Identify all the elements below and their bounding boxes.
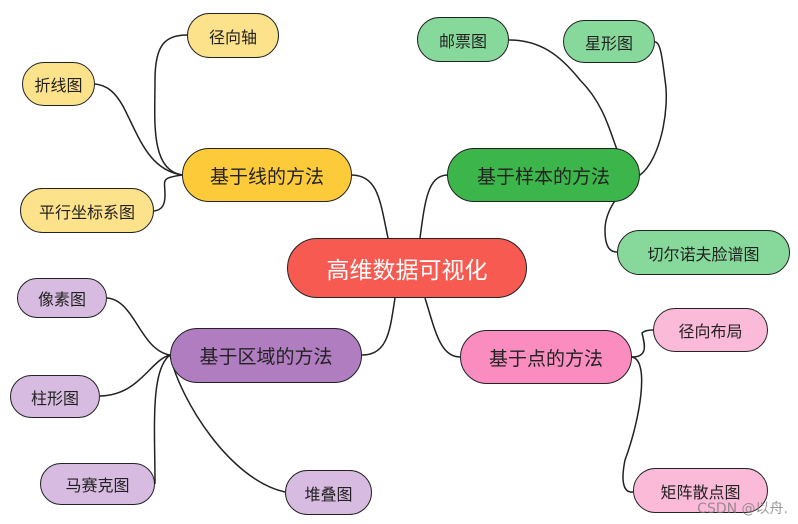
leaf-chernoff-faces[interactable]: 切尔诺夫脸谱图 [617, 230, 790, 275]
edge-region-pixel [106, 297, 171, 356]
edge-region-mosaic [153, 354, 171, 485]
edge-root-point [424, 297, 461, 358]
edge-root-sample [419, 174, 448, 239]
edge-point-radial-layout [631, 329, 654, 358]
branch-region-methods[interactable]: 基于区域的方法 [170, 328, 362, 383]
leaf-stacked-chart[interactable]: 堆叠图 [285, 470, 372, 515]
branch-line-methods[interactable]: 基于线的方法 [182, 148, 352, 202]
watermark: CSDN @以舟. [697, 501, 788, 517]
leaf-radial-axis[interactable]: 径向轴 [187, 13, 279, 58]
edge-region-bar [99, 354, 171, 397]
edge-line-polyline [94, 83, 183, 176]
leaf-parallel-coordinates[interactable]: 平行坐标系图 [20, 188, 154, 233]
leaf-line-chart[interactable]: 折线图 [22, 62, 95, 106]
leaf-mosaic-chart[interactable]: 马赛克图 [40, 463, 155, 505]
branch-point-methods[interactable]: 基于点的方法 [460, 330, 632, 384]
edge-line-radial-axis [153, 34, 188, 176]
leaf-bar-chart[interactable]: 柱形图 [10, 375, 100, 418]
edge-root-line [351, 174, 389, 239]
edge-root-region [361, 297, 396, 356]
branch-sample-methods[interactable]: 基于样本的方法 [447, 148, 640, 202]
edge-sample-star [639, 41, 668, 176]
leaf-star-chart[interactable]: 星形图 [563, 20, 655, 63]
edge-line-parallel [153, 174, 183, 212]
leaf-radial-layout[interactable]: 径向布局 [653, 308, 768, 352]
leaf-scatterplot-matrix[interactable]: 矩阵散点图 [633, 468, 768, 513]
edge-point-matrix-scatter [622, 356, 643, 493]
leaf-stamp-chart[interactable]: 邮票图 [417, 17, 509, 62]
root-node[interactable]: 高维数据可视化 [287, 238, 527, 298]
leaf-pixel-chart[interactable]: 像素图 [17, 278, 107, 318]
